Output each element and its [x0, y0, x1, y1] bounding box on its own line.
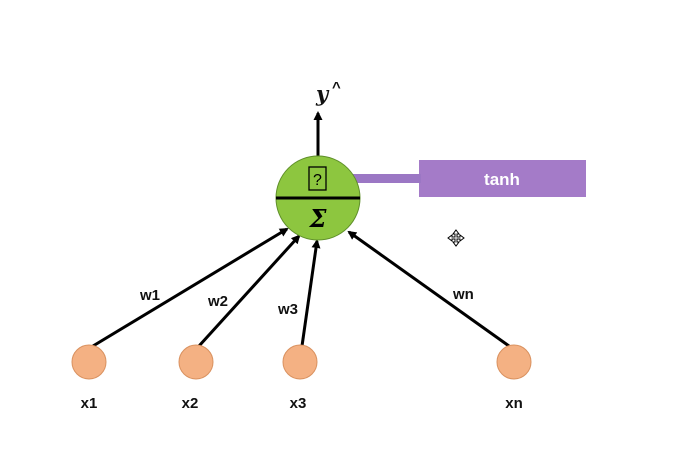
input-label-x1: x1	[81, 395, 98, 412]
output-hat: ^	[332, 79, 341, 96]
input-node-xn	[496, 344, 532, 380]
weight-label-w1: w1	[139, 287, 160, 304]
activation-arrow-shaft	[345, 174, 421, 183]
edge-xn	[347, 230, 510, 348]
activation-label: tanh	[484, 170, 520, 189]
input-label-x3: x3	[290, 395, 307, 412]
edge-x3	[300, 239, 321, 347]
edge-x2	[197, 234, 301, 348]
sum-symbol: Σ	[309, 204, 328, 233]
activation-box	[419, 160, 586, 197]
input-node-x3	[282, 344, 318, 380]
weight-label-w3: w3	[277, 301, 298, 318]
activation-symbol: ?	[313, 172, 322, 189]
edge-x1	[92, 227, 289, 348]
input-label-x2: x2	[182, 395, 199, 412]
weight-label-wn: wn	[452, 286, 474, 303]
weight-label-w2: w2	[207, 293, 228, 310]
input-node-x1	[71, 344, 107, 380]
input-node-x2	[178, 344, 214, 380]
input-label-xn: xn	[505, 395, 523, 412]
move-cursor-icon	[447, 229, 465, 247]
output-label: y	[315, 81, 330, 106]
activation-placeholder-box	[308, 166, 327, 191]
